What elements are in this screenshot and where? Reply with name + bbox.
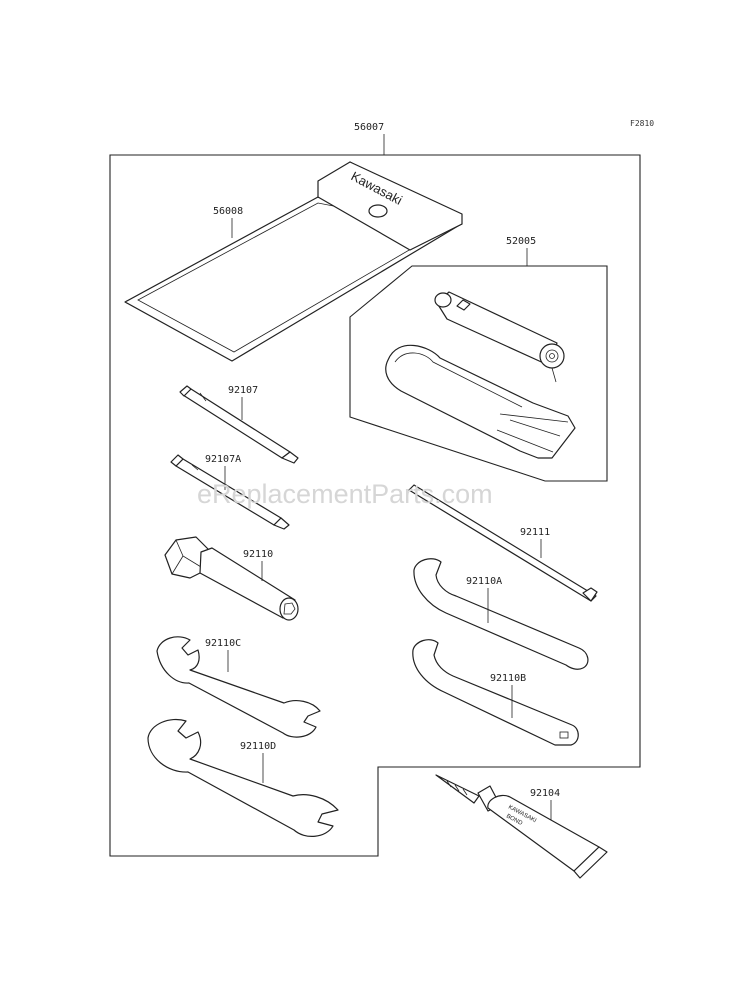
part-label-92110A: 92110A <box>466 576 502 587</box>
watermark-text: eReplacementParts.com <box>197 479 493 509</box>
screwdriver-92107a <box>170 454 290 530</box>
part-label-92111: 92111 <box>520 527 550 538</box>
part-label-56007: 56007 <box>354 122 384 133</box>
part-label-92110B: 92110B <box>490 673 526 684</box>
box-wrench-92110 <box>164 536 299 621</box>
pump-cylinder <box>434 291 565 383</box>
part-label-52005: 52005 <box>506 236 536 247</box>
rod-92111 <box>408 484 598 602</box>
part-label-92104: 92104 <box>530 788 560 799</box>
part-label-92107A: 92107A <box>205 454 241 465</box>
part-label-92110D: 92110D <box>240 741 276 752</box>
screwdriver-92107 <box>179 385 299 464</box>
hook-wrench-92110a <box>413 558 589 670</box>
hook-wrench-92110b <box>412 639 579 746</box>
spanner-92110d <box>147 718 339 837</box>
repair-kit-box <box>349 265 608 482</box>
tool-pouch: Kawasaki <box>124 161 463 362</box>
diagram-code: F2810 <box>630 119 654 128</box>
kit-outline <box>109 154 641 857</box>
bond-tube-92104: KAWASAKI BOND <box>435 774 608 879</box>
part-label-92107: 92107 <box>228 385 258 396</box>
part-label-92110C: 92110C <box>205 638 241 649</box>
part-label-56008: 56008 <box>213 206 243 217</box>
part-label-92110: 92110 <box>243 549 273 560</box>
spanner-92110c <box>156 636 321 738</box>
patch-bag <box>385 344 576 459</box>
